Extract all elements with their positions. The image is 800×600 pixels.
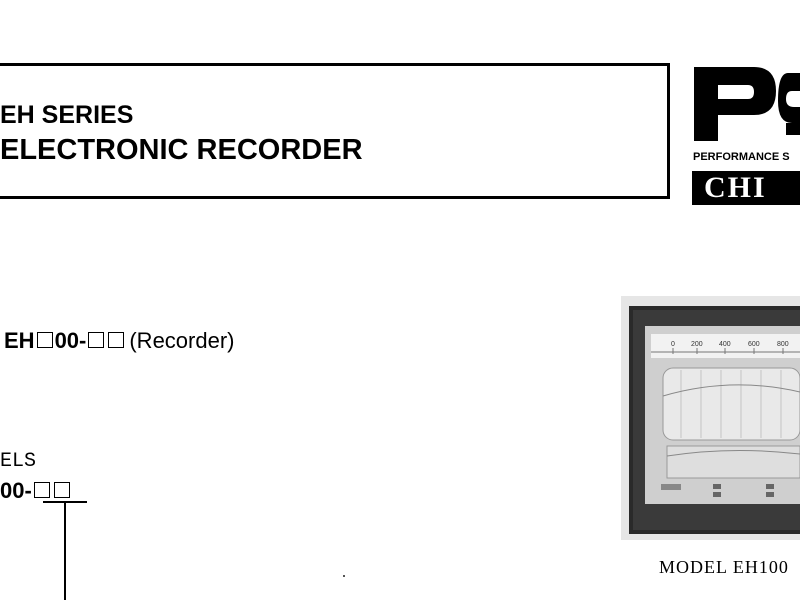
model-placeholder-box (36, 332, 53, 348)
series-title: EH SERIES (0, 101, 134, 129)
title-box (0, 63, 670, 199)
product-title: ELECTRONIC RECORDER (0, 134, 363, 166)
model-line: EH 00- (Recorder) (4, 328, 235, 354)
code-placeholder-box (53, 482, 70, 498)
logo-brand-text: CHI (704, 171, 767, 204)
models-code: 00- (0, 478, 72, 504)
brand-logo: PERFORMANCE S CHI (692, 63, 800, 205)
code-placeholder-box (33, 482, 50, 498)
scale-tick-label: 800 (777, 341, 789, 348)
logo-brand-bar: CHI (692, 171, 800, 205)
recorder-photo: 0 200 400 600 800 (621, 296, 800, 540)
recorder-illustration: 0 200 400 600 800 (621, 296, 800, 540)
model-middle: 00- (54, 328, 87, 353)
logo-letters-graphic (694, 67, 800, 141)
code-leader-line (64, 502, 66, 600)
model-suffix: (Recorder) (129, 328, 235, 353)
stray-dot (343, 575, 345, 577)
logo-tagline: PERFORMANCE S (693, 151, 790, 163)
scale-tick-label: 600 (748, 341, 760, 348)
model-prefix: EH (4, 328, 35, 353)
scale-tick-label: 200 (691, 341, 703, 348)
scale-tick-label: 400 (719, 341, 731, 348)
model-placeholder-box (108, 332, 125, 348)
models-code-text: 00- (0, 478, 32, 503)
models-label: ELS (0, 450, 37, 473)
scale-tick-label: 0 (671, 341, 675, 348)
code-underline (43, 501, 87, 503)
model-placeholder-box (88, 332, 105, 348)
photo-caption: MODEL EH100 (659, 557, 789, 577)
